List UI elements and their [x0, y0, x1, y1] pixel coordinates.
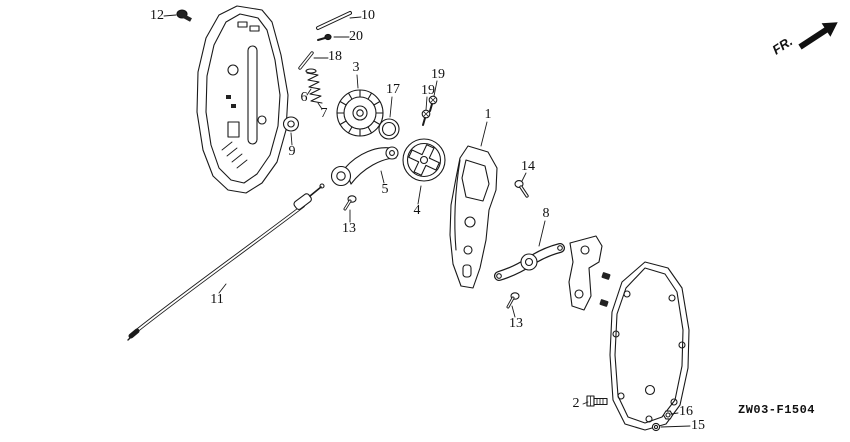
- part-screw-13a: [343, 195, 357, 211]
- callout-14: 14: [521, 159, 535, 174]
- part-spring-7: [305, 68, 323, 104]
- callout-4: 4: [413, 203, 421, 218]
- part-dial-4: [402, 138, 446, 182]
- fr-direction-indicator: FR.: [769, 22, 838, 58]
- callout-7: 7: [320, 106, 328, 121]
- part-bracket-1: [449, 145, 498, 289]
- callout-18: 18: [328, 49, 342, 64]
- callout-6: 6: [300, 90, 308, 105]
- callout-19a: 19: [431, 67, 445, 82]
- callout-16: 16: [679, 404, 693, 419]
- part-rod-10: [316, 11, 352, 30]
- callout-13b: 13: [509, 316, 523, 331]
- callout-10: 10: [361, 8, 375, 23]
- part-screw-20: [317, 33, 332, 41]
- part-bolt-12: [176, 9, 192, 22]
- part-washer-6: [305, 68, 317, 74]
- callout-17: 17: [386, 82, 400, 97]
- callout-19b: 19: [421, 83, 435, 98]
- part-bracket-plate: [568, 235, 603, 311]
- callout-11: 11: [210, 292, 224, 307]
- part-nut-16: [662, 410, 674, 420]
- callout-1: 1: [484, 107, 492, 122]
- part-nut-15: [651, 422, 661, 432]
- fr-arrow-icon: [798, 22, 838, 50]
- leader-lines: [163, 14, 691, 428]
- part-pin-18: [298, 51, 314, 70]
- part-screws-19: [421, 95, 438, 126]
- part-screw-13b: [506, 292, 520, 309]
- callout-12: 12: [150, 8, 164, 23]
- callout-2: 2: [572, 396, 580, 411]
- part-bolt-14: [514, 180, 529, 198]
- part-bolt-2: [586, 395, 608, 407]
- fr-direction-label: FR.: [769, 34, 795, 58]
- part-lever-5: [330, 146, 399, 187]
- callout-15: 15: [691, 418, 705, 433]
- part-lever-8: [494, 243, 565, 281]
- callout-3: 3: [352, 60, 360, 75]
- callout-5: 5: [381, 182, 389, 197]
- part-cover: [609, 261, 690, 431]
- part-ring-17: [378, 118, 400, 140]
- callout-13a: 13: [342, 221, 356, 236]
- part-nut-9: [282, 116, 300, 132]
- callout-9: 9: [288, 144, 296, 159]
- part-cable-11: [127, 183, 325, 341]
- callout-20: 20: [349, 29, 363, 44]
- part-cover-bolts: [599, 272, 611, 307]
- figure-code: ZW03-F1504: [738, 403, 816, 417]
- part-gear-3: [336, 89, 384, 137]
- callout-8: 8: [542, 206, 550, 221]
- part-housing: [196, 5, 289, 194]
